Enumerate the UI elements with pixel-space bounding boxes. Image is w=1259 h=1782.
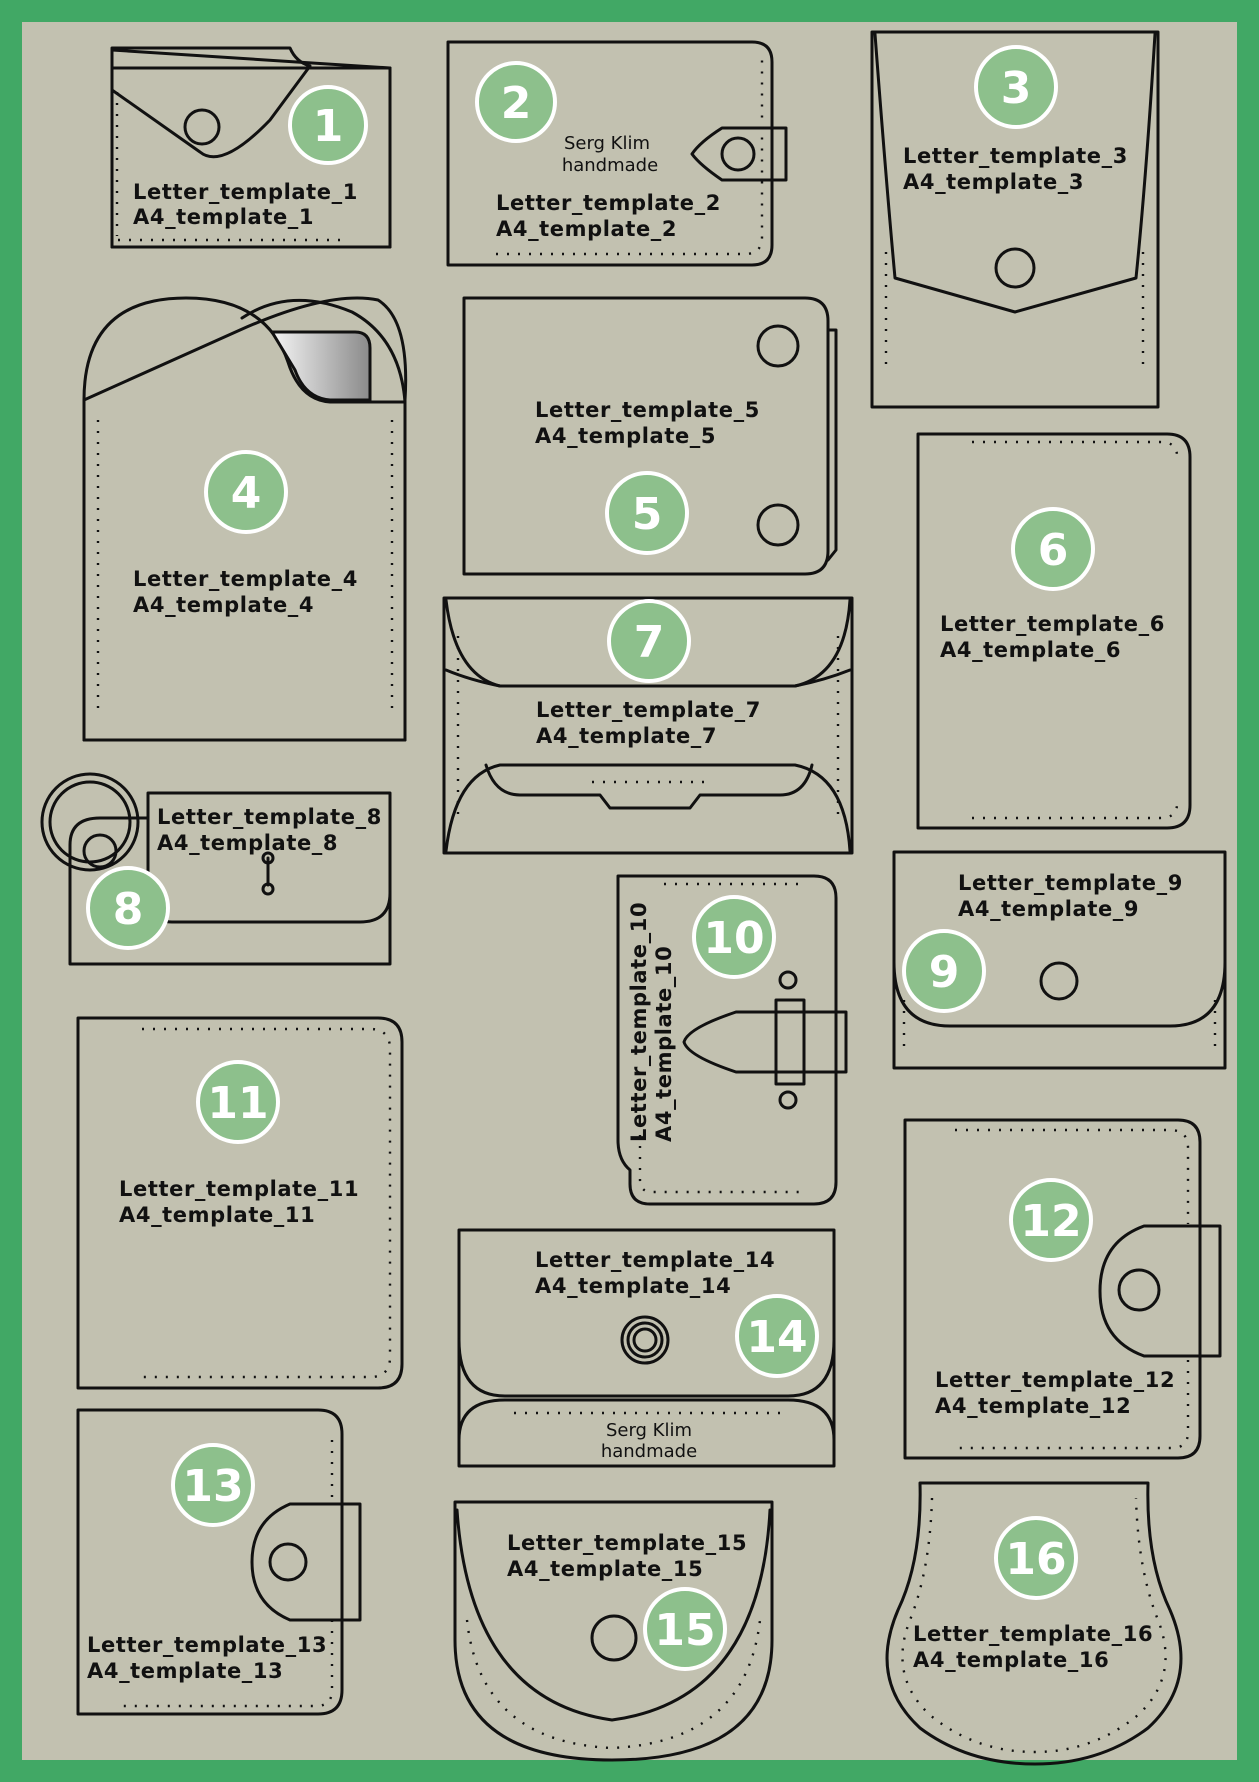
- a4-label-4: A4_template_4: [133, 593, 314, 617]
- brand-line2-14: handmade: [601, 1441, 697, 1462]
- template-number-badge-2: [475, 61, 557, 143]
- letter-label-9: Letter_template_9: [958, 871, 1183, 895]
- template-2[interactable]: 2 Serg Klim handmade Letter_template_2 A…: [446, 40, 788, 267]
- letter-label-6: Letter_template_6: [940, 612, 1165, 636]
- a4-label-16: A4_template_16: [913, 1648, 1109, 1672]
- template-number-11: 11: [207, 1078, 268, 1129]
- a4-label-9: A4_template_9: [958, 897, 1139, 921]
- template-number-7: 7: [634, 617, 665, 668]
- template-number-10: 10: [703, 913, 764, 964]
- template-4[interactable]: 4 Letter_template_4 A4_template_4: [82, 296, 408, 742]
- letter-label-11: Letter_template_11: [119, 1177, 359, 1201]
- template-3[interactable]: 3 Letter_template_3 A4_template_3: [870, 30, 1160, 409]
- a4-label-11: A4_template_11: [119, 1203, 315, 1227]
- template-number-4: 4: [231, 468, 262, 519]
- a4-label-2: A4_template_2: [496, 217, 677, 241]
- template-8[interactable]: 8 Letter_template_8 A4_template_8: [40, 772, 392, 966]
- template-11[interactable]: 11 Letter_template_11 A4_template_11: [76, 1016, 404, 1390]
- template-number-badge-3: [974, 45, 1058, 129]
- template-number-1: 1: [313, 101, 344, 152]
- letter-label-12: Letter_template_12: [935, 1368, 1175, 1392]
- template-number-5: 5: [632, 489, 663, 540]
- a4-label-1: A4_template_1: [133, 205, 314, 229]
- template-5[interactable]: 5 Letter_template_5 A4_template_5: [462, 296, 838, 576]
- template-6[interactable]: 6 Letter_template_6 A4_template_6: [916, 432, 1192, 830]
- letter-label-1: Letter_template_1: [133, 180, 358, 204]
- template-number-badge-13: [171, 1443, 255, 1527]
- brand-line1-14: Serg Klim: [606, 1420, 692, 1441]
- template-number-badge-14: [735, 1294, 819, 1378]
- brand-line1-2: Serg Klim: [564, 133, 650, 154]
- template-number-3: 3: [1001, 63, 1032, 114]
- template-14[interactable]: 14 Letter_template_14 A4_template_14 Ser…: [457, 1228, 836, 1468]
- template-number-13: 13: [182, 1461, 243, 1512]
- template-number-badge-12: [1009, 1178, 1093, 1262]
- template-number-badge-15: [643, 1587, 727, 1671]
- letter-label-4: Letter_template_4: [133, 567, 358, 591]
- template-number-badge-6: [1011, 507, 1095, 591]
- template-number-8: 8: [113, 884, 144, 935]
- a4-label-15: A4_template_15: [507, 1557, 703, 1581]
- template-number-badge-11: [196, 1060, 280, 1144]
- template-9[interactable]: 9 Letter_template_9 A4_template_9: [892, 850, 1227, 1070]
- a4-label-12: A4_template_12: [935, 1394, 1131, 1418]
- template-number-2: 2: [501, 78, 532, 129]
- template-number-9: 9: [929, 947, 960, 998]
- a4-label-7: A4_template_7: [536, 724, 717, 748]
- template-7[interactable]: 7 Letter_template_7 A4_template_7: [442, 596, 854, 855]
- template-number-14: 14: [746, 1312, 807, 1363]
- template-number-12: 12: [1020, 1196, 1081, 1247]
- template-10[interactable]: 10 Letter_template_10 A4_template_10: [616, 874, 848, 1206]
- template-number-badge-10: [692, 895, 776, 979]
- brand-line2-2: handmade: [562, 155, 658, 176]
- template-12[interactable]: 12 Letter_template_12 A4_template_12: [903, 1118, 1222, 1460]
- a4-label-13: A4_template_13: [87, 1659, 283, 1683]
- a4-label-3: A4_template_3: [903, 170, 1084, 194]
- letter-label-5: Letter_template_5: [535, 398, 760, 422]
- template-number-badge-8: [86, 866, 170, 950]
- template-number-15: 15: [654, 1605, 715, 1656]
- template-16[interactable]: 16 Letter_template_16 A4_template_16: [885, 1481, 1183, 1766]
- letter-label-15: Letter_template_15: [507, 1531, 747, 1555]
- template-number-badge-16: [994, 1516, 1078, 1600]
- letter-label-3: Letter_template_3: [903, 144, 1128, 168]
- a4-label-5: A4_template_5: [535, 424, 716, 448]
- template-1[interactable]: 1 Letter_template_1 A4_template_1: [110, 46, 392, 249]
- template-number-badge-7: [607, 599, 691, 683]
- template-15[interactable]: 15 Letter_template_15 A4_template_15: [453, 1500, 774, 1762]
- template-number-badge-1: [288, 85, 368, 165]
- letter-label-14: Letter_template_14: [535, 1248, 775, 1272]
- template-number-badge-4: [204, 450, 288, 534]
- template-number-16: 16: [1005, 1534, 1066, 1585]
- a4-label-10: A4_template_10: [652, 946, 676, 1142]
- letter-label-10: Letter_template_10: [627, 902, 651, 1142]
- template-number-badge-5: [605, 471, 689, 555]
- letter-label-16: Letter_template_16: [913, 1622, 1153, 1646]
- a4-label-6: A4_template_6: [940, 638, 1121, 662]
- template-number-6: 6: [1038, 525, 1069, 576]
- a4-label-14: A4_template_14: [535, 1274, 731, 1298]
- a4-label-8: A4_template_8: [157, 831, 338, 855]
- template-number-badge-9: [902, 929, 986, 1013]
- template-13[interactable]: 13 Letter_template_13 A4_template_13: [76, 1408, 362, 1716]
- letter-label-8: Letter_template_8: [157, 805, 382, 829]
- letter-label-7: Letter_template_7: [536, 698, 761, 722]
- letter-label-13: Letter_template_13: [87, 1633, 327, 1657]
- letter-label-2: Letter_template_2: [496, 191, 721, 215]
